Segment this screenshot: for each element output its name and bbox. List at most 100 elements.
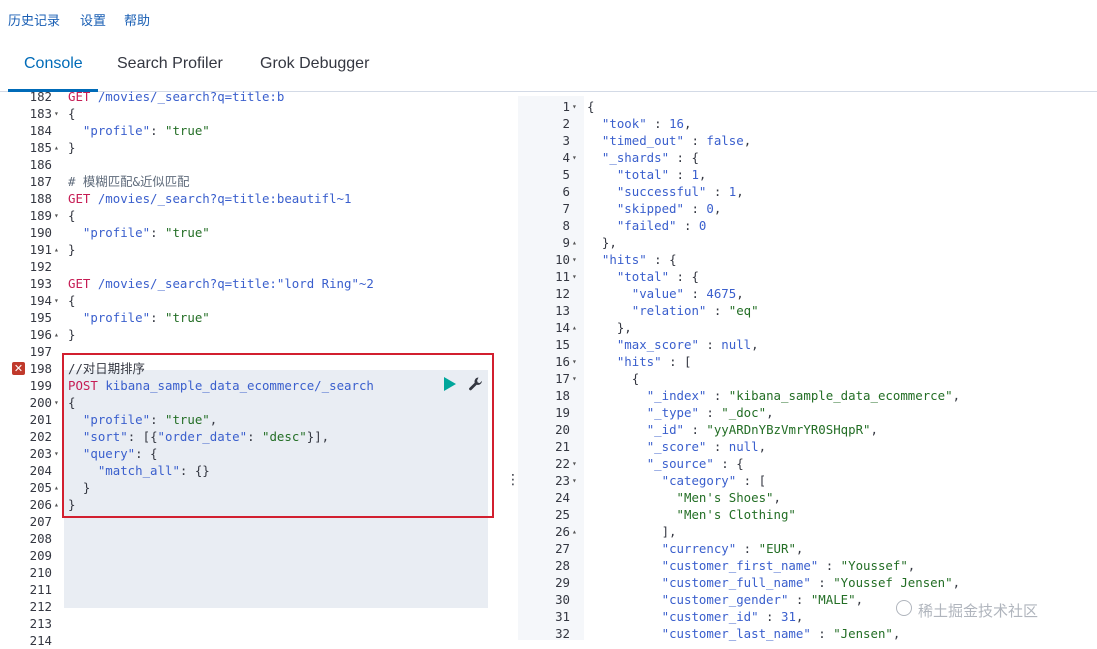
code-line[interactable]: "sort": [{"order_date": "desc"}], [68,428,329,445]
fold-open-icon[interactable]: ▾ [572,357,577,366]
fold-open-icon[interactable]: ▾ [572,459,577,468]
code-line[interactable]: "_index" : "kibana_sample_data_ecommerce… [587,387,960,404]
code-line[interactable]: "profile": "true", [68,411,217,428]
code-token: "order_date" [157,429,248,444]
code-token: , [736,286,744,301]
fold-open-icon[interactable]: ▾ [54,296,59,305]
code-line[interactable]: "match_all": {} [68,462,210,479]
wrench-icon[interactable] [468,376,484,392]
code-line[interactable]: } [68,479,90,496]
tab-grok-debugger[interactable]: Grok Debugger [260,55,370,72]
code-line[interactable]: "query": { [68,445,158,462]
drag-handle-icon[interactable]: ⋮ [506,472,520,488]
fold-open-icon[interactable]: ▾ [54,398,59,407]
code-line[interactable]: "customer_gender" : "MALE", [587,591,863,608]
fold-open-icon[interactable]: ▾ [572,102,577,111]
code-token: 0 [706,201,714,216]
code-token [587,269,617,284]
code-token: : [810,575,834,590]
code-line[interactable]: "hits" : { [587,251,677,268]
code-line[interactable]: "total" : 1, [587,166,707,183]
code-line[interactable]: ], [587,523,677,540]
play-icon[interactable] [444,377,456,391]
code-line[interactable]: "_source" : { [587,455,744,472]
code-line[interactable]: } [68,241,75,258]
code-line[interactable]: "took" : 16, [587,115,692,132]
code-line[interactable]: { [68,394,75,411]
code-line[interactable]: "profile": "true" [68,224,210,241]
code-line[interactable]: "successful" : 1, [587,183,744,200]
error-icon[interactable]: ✕ [12,362,25,375]
fold-open-icon[interactable]: ▾ [54,211,59,220]
code-line[interactable]: "relation" : "eq" [587,302,759,319]
fold-close-icon[interactable]: ▴ [572,323,577,332]
code-line[interactable]: "customer_first_name" : "Youssef", [587,557,916,574]
code-line[interactable]: GET /movies/_search?q=title:b [68,88,284,105]
code-line[interactable]: { [68,292,75,309]
line-number: 200 [29,395,52,410]
code-line[interactable]: //对日期排序 [68,360,145,377]
fold-close-icon[interactable]: ▴ [54,245,59,254]
code-token: "profile" [82,310,151,325]
code-token [587,541,662,556]
fold-open-icon[interactable]: ▾ [572,272,577,281]
code-line[interactable]: { [68,105,75,122]
fold-open-icon[interactable]: ▾ [54,449,59,458]
code-line[interactable]: "currency" : "EUR", [587,540,804,557]
fold-open-icon[interactable]: ▾ [572,153,577,162]
menu-history[interactable]: 历史记录 [8,14,61,29]
code-line[interactable]: } [68,496,75,513]
code-line[interactable]: GET /movies/_search?q=title:"lord Ring"~… [68,275,374,292]
code-line[interactable]: "Men's Shoes", [587,489,781,506]
code-line[interactable]: "_id" : "yyARDnYBzVmrYR0SHqpR", [587,421,878,438]
fold-close-icon[interactable]: ▴ [54,330,59,339]
menu-help[interactable]: 帮助 [124,14,151,29]
code-line[interactable]: { [587,370,639,387]
code-line[interactable]: { [587,98,594,115]
code-line[interactable]: POST kibana_sample_data_ecommerce/_searc… [68,377,374,394]
code-line[interactable]: "category" : [ [587,472,766,489]
fold-open-icon[interactable]: ▾ [572,476,577,485]
pane-resizer[interactable]: ⋮ [500,96,520,640]
code-line[interactable]: "max_score" : null, [587,336,759,353]
code-line[interactable]: } [68,326,75,343]
code-line[interactable]: # 模糊匹配&近似匹配 [68,173,190,190]
fold-close-icon[interactable]: ▴ [572,527,577,536]
code-line[interactable]: "_shards" : { [587,149,699,166]
code-line[interactable]: "customer_last_name" : "Jensen", [587,625,901,642]
code-line[interactable]: "_type" : "_doc", [587,404,774,421]
fold-open-icon[interactable]: ▾ [572,255,577,264]
fold-open-icon[interactable]: ▾ [572,374,577,383]
tab-search-profiler[interactable]: Search Profiler [117,55,223,72]
code-line[interactable]: "profile": "true" [68,122,210,139]
fold-close-icon[interactable]: ▴ [54,500,59,509]
code-token [587,439,647,454]
code-line[interactable]: "failed" : 0 [587,217,707,234]
fold-close-icon[interactable]: ▴ [572,238,577,247]
code-token: "true" [164,225,210,240]
menu-settings[interactable]: 设置 [80,14,107,29]
code-token [68,429,83,444]
code-line[interactable]: GET /movies/_search?q=title:beautifl~1 [68,190,351,207]
code-line[interactable]: "_score" : null, [587,438,766,455]
fold-open-icon[interactable]: ▾ [54,109,59,118]
code-line[interactable]: { [68,207,75,224]
code-line[interactable]: "value" : 4675, [587,285,744,302]
code-token: "query" [82,446,136,461]
code-line[interactable]: "customer_id" : 31, [587,608,804,625]
code-line[interactable]: "total" : { [587,268,699,285]
code-line[interactable]: }, [587,234,617,251]
code-line[interactable]: "Men's Clothing" [587,506,796,523]
code-line[interactable]: "hits" : [ [587,353,692,370]
code-line[interactable]: }, [587,319,632,336]
code-line[interactable]: "timed_out" : false, [587,132,751,149]
fold-close-icon[interactable]: ▴ [54,483,59,492]
fold-close-icon[interactable]: ▴ [54,143,59,152]
tab-console[interactable]: Console [24,55,83,72]
code-line[interactable]: "profile": "true" [68,309,210,326]
code-line[interactable]: } [68,139,75,156]
code-line[interactable]: "customer_full_name" : "Youssef Jensen", [587,574,960,591]
code-line[interactable]: "skipped" : 0, [587,200,721,217]
